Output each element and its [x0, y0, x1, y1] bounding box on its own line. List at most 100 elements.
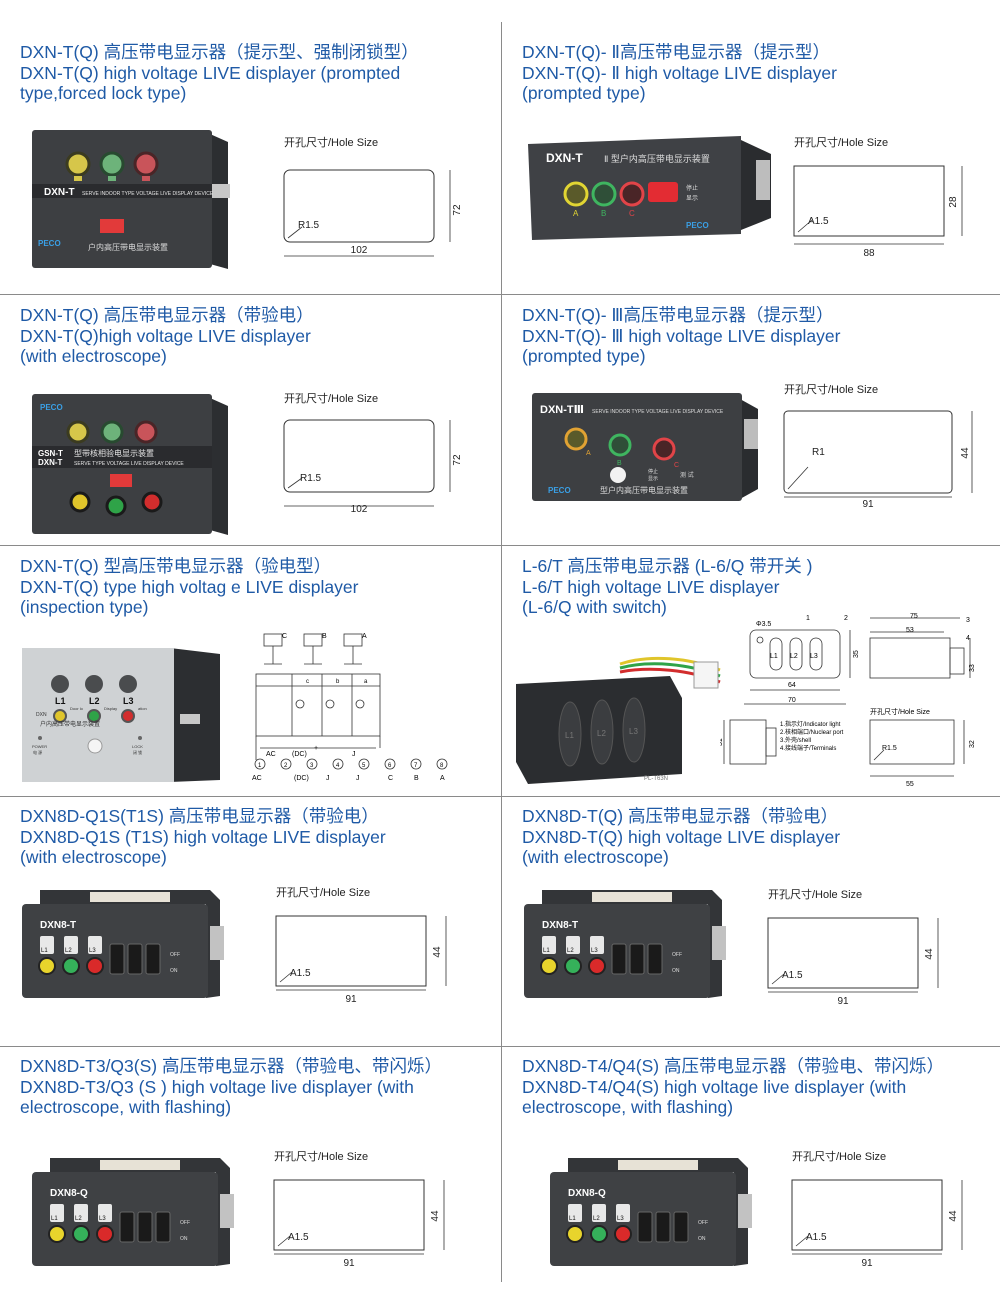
hole-outline: [783, 410, 953, 494]
title-line-cn: L-6/T 高压带电显示器 (L-6/Q 带开关 ): [522, 556, 813, 576]
label-band: [32, 446, 212, 468]
drawing-led-l2: L2: [790, 653, 798, 660]
hole-size-drawing: 开孔尺寸/Hole Size A1.5 91 44: [791, 1149, 963, 1269]
switch-2: [655, 1211, 671, 1243]
hole-size-label: 开孔尺寸/Hole Size: [276, 885, 370, 899]
terminal-label-b: B: [414, 775, 419, 782]
product-cell-dxn8d-t4: DXN8D-T4/Q4(S) 高压带电显示器（带验电、带闪烁） DXN8D-T4…: [522, 1056, 1000, 1304]
hole-size-drawing: 开孔尺寸/Hole Size A1.5 91 44: [275, 885, 447, 1005]
ac-label: AC: [266, 751, 276, 758]
product-cell-dxn8d-q1s: DXN8D-Q1S(T1S) 高压带电显示器（带验电） DXN8D-Q1S (T…: [20, 806, 500, 1054]
width-label: 91: [861, 1258, 873, 1269]
power-cn-label: 电 源: [33, 749, 42, 755]
legend-terminals: 4.接线端子/Terminals: [780, 744, 836, 752]
switch-1: [637, 1211, 653, 1243]
drawing-led-l3: L3: [810, 653, 818, 660]
product-title: DXN8D-T4/Q4(S) 高压带电显示器（带验电、带闪烁） DXN8D-T4…: [522, 1056, 1000, 1118]
product-cell-dxn8d-t: DXN8D-T(Q) 高压带电显示器（带验电） DXN8D-T(Q) high …: [522, 806, 1000, 1054]
hole-size-drawing: 开孔尺寸/Hole Size A1.5 88 28: [793, 135, 963, 259]
hole-size-label: 开孔尺寸/Hole Size: [768, 887, 862, 901]
title-line-en-2: (with electroscope): [20, 346, 167, 366]
switch-off-label: OFF: [170, 952, 180, 958]
switch-label-stop: 停止: [648, 468, 658, 475]
lock-cn-label: 闭 锁: [133, 749, 142, 755]
product-photo-dxn8-q: DXN8-Q L1 L2 L3 OFF ON: [32, 1158, 234, 1266]
socket-yellow: [540, 957, 558, 975]
socket-red: [588, 957, 606, 975]
led-l2: [85, 675, 103, 693]
drawing-led-l1: L1: [770, 653, 778, 660]
power-led: [38, 736, 42, 740]
led-a: [564, 427, 588, 451]
radius-label: A1.5: [288, 1232, 309, 1243]
product-cell-dxn-t-q-ii: DXN-T(Q)- Ⅱ高压带电显示器（提示型） DXN-T(Q)- Ⅱ high…: [522, 42, 1000, 290]
title-line-en: DXN8D-T(Q) high voltage LIVE displayer: [522, 826, 841, 847]
width-label: 91: [345, 994, 357, 1005]
radius-label: A1.5: [806, 1232, 827, 1243]
product-cell-dxn-t-q: DXN-T(Q) 高压带电显示器（提示型、强制闭锁型） DXN-T(Q) hig…: [20, 42, 500, 290]
row-divider-3: [0, 796, 1000, 797]
led-label-l1: L1: [51, 1216, 58, 1222]
led-label-l1: L1: [543, 948, 550, 954]
switch-1: [109, 943, 125, 975]
led-l3-window: [616, 1204, 630, 1222]
mount-clip: [738, 1194, 752, 1228]
led-label-l2: L2: [597, 729, 606, 738]
lens-l1: [558, 701, 582, 767]
device-top: [50, 1158, 230, 1266]
title-line-en: DXN8D-T3/Q3 (S ) high voltage live displ…: [20, 1076, 414, 1097]
phase-b-label: B: [322, 633, 327, 640]
hole-diameter-label: Φ3.5: [756, 621, 771, 628]
radius-label: A1.5: [808, 216, 829, 227]
lens-l2: [590, 699, 614, 765]
device-model-label-2: DXN-T: [38, 458, 63, 467]
terminal-label-ac: AC: [252, 775, 262, 782]
width-label: 91: [837, 996, 849, 1007]
socket-yellow: [38, 957, 56, 975]
title-line-en: DXN8D-Q1S (T1S) high voltage LIVE displa…: [20, 826, 386, 847]
radius-leader: [787, 466, 809, 490]
title-line-cn: DXN-T(Q) 型高压带电显示器（验电型）: [20, 556, 332, 576]
wiring-lines: [255, 633, 381, 760]
led-a: [66, 420, 90, 444]
height-label: 32: [969, 740, 976, 748]
product-photo-l6t: L1 L2 L3 PL-T63N: [516, 656, 721, 784]
title-line-cn: DXN-T(Q) 高压带电显示器（带验电）: [20, 305, 314, 325]
height-label: 72: [452, 454, 463, 466]
radius-leader: [287, 226, 303, 239]
terminal-circles: [254, 758, 448, 770]
product-title: DXN-T(Q) 高压带电显示器（提示型、强制闭锁型） DXN-T(Q) hig…: [20, 42, 500, 104]
brand-logo: PECO: [40, 403, 63, 412]
led-label-l3: L3: [629, 727, 638, 736]
led-l2-window: [74, 1204, 88, 1222]
hole-size-drawing: 开孔尺寸/Hole Size A1.5 91 44: [273, 1149, 445, 1269]
row-divider-4: [0, 1046, 1000, 1047]
device-model-label: DXN8-Q: [50, 1188, 88, 1199]
led-c: [134, 420, 158, 444]
title-line-en: DXN-T(Q)- Ⅲ high voltage LIVE displayer: [522, 325, 841, 346]
dim-35: 35: [853, 650, 860, 658]
hole-size-drawing: 开孔尺寸/Hole Size R1.5 102 72: [283, 391, 463, 515]
socket-red: [86, 957, 104, 975]
test-button: [100, 219, 124, 233]
title-line-en: L-6/T high voltage LIVE displayer: [522, 576, 780, 597]
spec-label: [618, 1160, 698, 1170]
hole-outline: [275, 915, 427, 987]
lock-led: [138, 736, 142, 740]
led-label-b: B: [601, 209, 606, 218]
socket-green: [87, 709, 101, 723]
radius-label: R1.5: [300, 473, 322, 484]
hole-size-label: 开孔尺寸/Hole Size: [274, 1149, 368, 1163]
product-title: DXN8D-Q1S(T1S) 高压带电显示器（带验电） DXN8D-Q1S (T…: [20, 806, 500, 868]
hole-outline: [869, 719, 955, 765]
led-b: [99, 151, 125, 177]
height-label: 44: [432, 946, 443, 958]
switch-2: [137, 1211, 153, 1243]
device-subtitle-label: SERVE INDOOR TYPE VOLTAGE LIVE DISPLAY D…: [82, 191, 214, 197]
phase-c-label: C: [282, 633, 287, 640]
title-line-cn: DXN8D-T(Q) 高压带电显示器（带验电）: [522, 806, 838, 826]
led-l1-window: [542, 936, 556, 954]
width-label: 91: [343, 1258, 355, 1269]
product-title: DXN8D-T(Q) 高压带电显示器（带验电） DXN8D-T(Q) high …: [522, 806, 1000, 868]
product-title: DXN8D-T3/Q3(S) 高压带电显示器（带验电、带闪烁） DXN8D-T3…: [20, 1056, 500, 1118]
